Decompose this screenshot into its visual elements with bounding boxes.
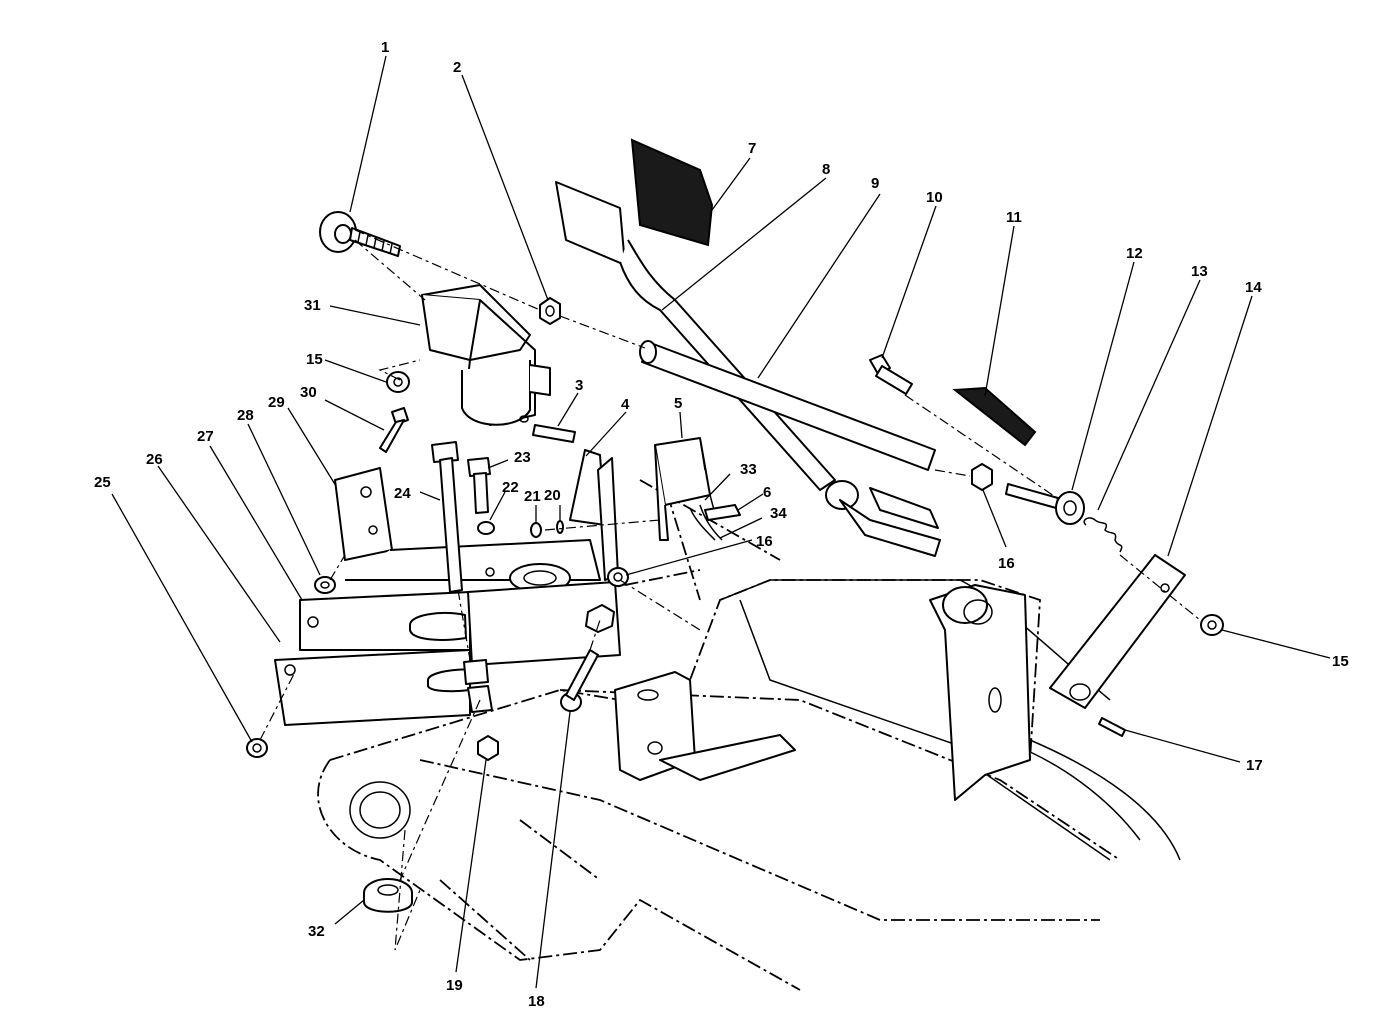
leader-lines bbox=[111, 55, 1331, 989]
callout-33: 33 bbox=[740, 461, 757, 478]
lower-plate-upper bbox=[299, 581, 621, 666]
callout-25: 25 bbox=[94, 474, 111, 491]
pedal-arm bbox=[555, 181, 941, 557]
callout-5: 5 bbox=[674, 395, 682, 412]
callout-21: 21 bbox=[524, 488, 541, 505]
nut-19 bbox=[477, 735, 499, 761]
callout-4: 4 bbox=[621, 396, 630, 413]
washer-28 bbox=[314, 576, 336, 594]
spring bbox=[1083, 517, 1123, 553]
callout-23: 23 bbox=[514, 449, 531, 466]
callout-2: 2 bbox=[453, 59, 461, 76]
callout-30: 30 bbox=[300, 384, 317, 401]
callout-9: 9 bbox=[871, 175, 879, 192]
callout-6: 6 bbox=[763, 484, 771, 501]
spring-plate bbox=[1049, 554, 1186, 709]
nut-15b bbox=[1200, 614, 1224, 636]
rod-end bbox=[319, 211, 401, 257]
pedal-pad bbox=[630, 138, 714, 247]
washer-22 bbox=[477, 521, 495, 535]
bolt-18 bbox=[560, 649, 599, 712]
spacer bbox=[463, 659, 493, 713]
callout-16-plate: 16 bbox=[756, 533, 773, 550]
callout-3: 3 bbox=[575, 377, 583, 394]
long-bolt bbox=[431, 441, 463, 593]
bolt-10 bbox=[869, 354, 913, 395]
rod-end-right bbox=[1005, 483, 1085, 525]
callout-1: 1 bbox=[381, 39, 389, 56]
callout-16-rod: 16 bbox=[998, 555, 1015, 572]
screw-30 bbox=[379, 407, 409, 453]
callout-15-right: 15 bbox=[1332, 653, 1349, 670]
callout-7: 7 bbox=[748, 140, 756, 157]
wedge-pad bbox=[952, 386, 1037, 447]
callout-12: 12 bbox=[1126, 245, 1143, 262]
callout-14: 14 bbox=[1245, 279, 1262, 296]
screw-6 bbox=[704, 504, 741, 521]
washer-20 bbox=[556, 520, 564, 534]
callout-19: 19 bbox=[446, 977, 463, 994]
safety-switch bbox=[654, 437, 723, 541]
callout-34: 34 bbox=[770, 505, 787, 522]
callout-13: 13 bbox=[1191, 263, 1208, 280]
callout-11: 11 bbox=[1006, 209, 1022, 226]
callout-15-left: 15 bbox=[306, 351, 323, 368]
nut-16b bbox=[971, 463, 993, 491]
mounting-plate bbox=[569, 449, 619, 581]
cotter-pin bbox=[1098, 717, 1126, 737]
callout-32: 32 bbox=[308, 923, 325, 940]
pedal-bracket bbox=[334, 467, 601, 593]
assembly-center-lines bbox=[259, 229, 1201, 951]
callout-26: 26 bbox=[146, 451, 163, 468]
callout-22: 22 bbox=[502, 479, 519, 496]
callout-20: 20 bbox=[544, 487, 561, 504]
callout-27: 27 bbox=[197, 428, 214, 445]
pivot-bracket bbox=[421, 284, 551, 426]
bolt-23 bbox=[467, 457, 491, 514]
nut-25 bbox=[246, 738, 268, 758]
callout-29: 29 bbox=[268, 394, 285, 411]
callout-labels: 1 2 3 4 5 6 7 8 9 10 11 12 13 14 15 15 1… bbox=[94, 39, 1349, 1010]
callout-24: 24 bbox=[394, 485, 411, 502]
callout-10: 10 bbox=[926, 189, 943, 206]
nut-15a bbox=[386, 371, 410, 393]
callout-17: 17 bbox=[1246, 757, 1263, 774]
lower-plate-lower bbox=[274, 649, 471, 726]
callout-18: 18 bbox=[528, 993, 545, 1010]
callout-31: 31 bbox=[304, 297, 321, 314]
pin bbox=[532, 424, 576, 443]
bearing bbox=[363, 878, 413, 913]
nut-21 bbox=[530, 522, 542, 538]
callout-8: 8 bbox=[822, 161, 830, 178]
callout-28: 28 bbox=[237, 407, 254, 424]
nut-2 bbox=[539, 297, 561, 325]
brake-rod bbox=[639, 340, 936, 471]
